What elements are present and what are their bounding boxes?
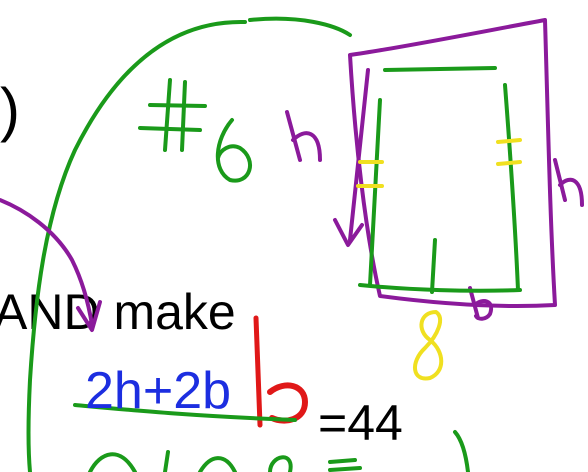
red-vertical-stroke [253,315,263,428]
green-inner-top [383,66,497,72]
yellow-tick-right [496,138,522,166]
equation-underline [73,403,297,422]
green-loop-right-tail [453,430,470,472]
side-h-right-mark [553,158,584,207]
equation-sum: 2h+2b [85,362,231,420]
side-h-left-mark [285,110,322,162]
green-inner-bottom [358,283,522,293]
purple-outer-rectangle [348,18,557,308]
value-8-mark [413,310,444,381]
yellow-tick-left [356,160,384,188]
side-b-mark [468,286,494,321]
purple-pointer-arrowhead [76,300,102,332]
purple-down-arrow [348,68,370,242]
purple-down-arrowhead [333,218,364,247]
green-loop-top-arc [248,16,352,37]
typed-paren: ) [0,76,20,143]
problem-number-mark [138,78,252,183]
green-inner-left [368,98,382,287]
green-inner-right [503,83,520,292]
equals-44: =44 [318,395,403,451]
green-enclosing-loop [26,19,247,472]
equation-b-mark [267,382,308,424]
purple-pointer-stroke [0,198,94,327]
green-bottom-partial [88,450,362,472]
green-bottom-tick [430,238,437,294]
